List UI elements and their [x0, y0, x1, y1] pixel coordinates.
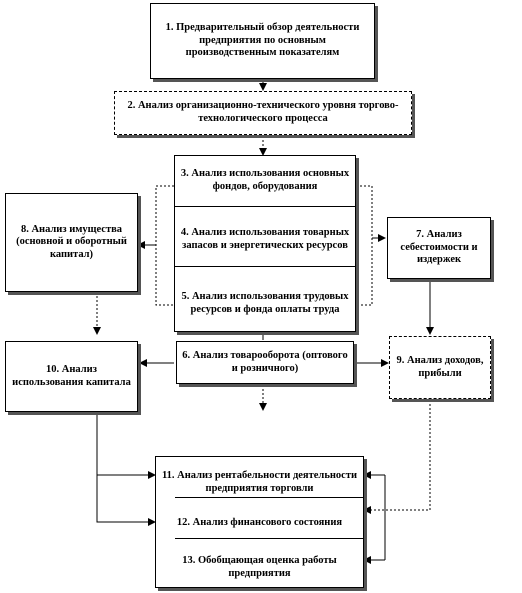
box-7-label: 7. Анализ себестоимости и издержек	[400, 229, 478, 266]
box-11-label: 11. Анализ рентабельности деятельности п…	[161, 470, 358, 494]
box-8-label: 8. Анализ имущества (основной и оборотны…	[16, 223, 127, 260]
box-7-cost: 7. Анализ себестоимости и издержек	[387, 217, 491, 279]
box-12-financial-state: 12. Анализ финансового состояния	[155, 508, 364, 538]
arrow-10-11	[96, 412, 156, 479]
box-10-capital-use: 10. Анализ использования капитала	[5, 341, 138, 412]
divider-3-4	[174, 206, 356, 207]
box-2-label: 2. Анализ организационно-технического ур…	[127, 100, 399, 124]
box-4-inventory-energy: 4. Анализ использования товарных запасов…	[174, 212, 356, 268]
box-13-label: 13. Обобщающая оценка работы предприятия	[182, 555, 337, 579]
box-2-org-tech-level: 2. Анализ организационно-технического ур…	[114, 91, 412, 135]
box-1-label: 1. Предварительный обзор деятельности пр…	[165, 22, 360, 59]
box-5-labor: 5. Анализ использования трудовых ресурсо…	[174, 278, 356, 330]
bracket-right	[356, 185, 373, 306]
bracket-left	[155, 185, 174, 306]
box-13-summary: 13. Обобщающая оценка работы предприятия	[155, 550, 364, 586]
divider-12-13	[175, 538, 364, 539]
divider-4-5	[174, 266, 356, 267]
box-11-profitability: 11. Анализ рентабельности деятельности п…	[155, 458, 364, 508]
box-9-label: 9. Анализ доходов, прибыли	[396, 354, 484, 379]
box-5-label: 5. Анализ использования трудовых ресурсо…	[181, 291, 349, 315]
box-8-property: 8. Анализ имущества (основной и оборотны…	[5, 193, 138, 292]
arrow-9-12	[363, 400, 431, 514]
arrow-10-12	[96, 475, 156, 526]
box-3-label: 3. Анализ использования основных фондов,…	[180, 168, 350, 192]
box-12-label: 12. Анализ финансового состояния	[176, 516, 343, 528]
frame-resources	[174, 155, 356, 332]
box-10-label: 10. Анализ использования капитала	[12, 363, 131, 388]
divider-11-12	[175, 497, 364, 498]
box-9-income-profit: 9. Анализ доходов, прибыли	[389, 336, 491, 399]
box-6-label: 6. Анализ товарооборота (оптового и розн…	[182, 349, 348, 374]
box-4-label: 4. Анализ использования товарных запасов…	[180, 227, 350, 251]
box-1-overview: 1. Предварительный обзор деятельности пр…	[150, 3, 375, 79]
box-6-turnover: 6. Анализ товарооборота (оптового и розн…	[176, 341, 354, 384]
frame-results	[155, 456, 364, 588]
box-3-fixed-assets: 3. Анализ использования основных фондов,…	[174, 157, 356, 205]
